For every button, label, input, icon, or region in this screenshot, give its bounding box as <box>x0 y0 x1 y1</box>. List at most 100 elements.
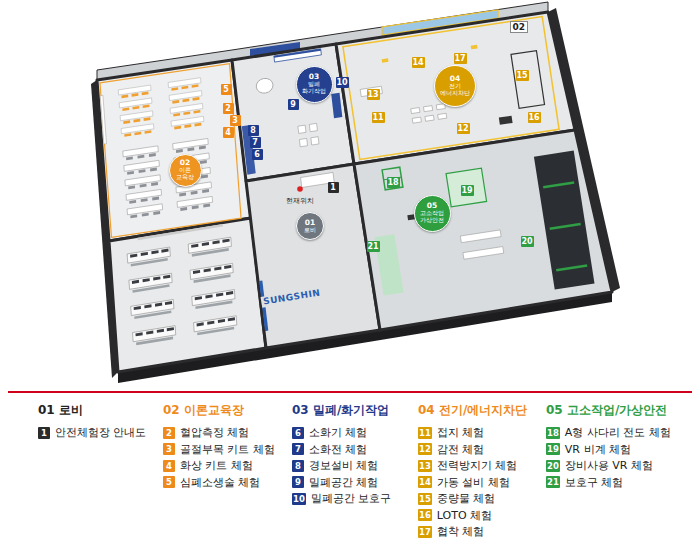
legend-number: 6 <box>292 427 304 439</box>
computer-room-furniture <box>127 247 171 267</box>
computer-room-furniture <box>133 326 177 346</box>
callout-number: 1 <box>328 182 339 193</box>
zone-marker: 01로비 <box>296 212 324 240</box>
electrical-room-equipment <box>382 58 389 63</box>
zone-marker: 04전기 에너지차단 <box>434 65 476 107</box>
legend-text: LOTO 체험 <box>437 509 492 522</box>
section-heading: 03 밀폐/화기작업 <box>292 403 389 417</box>
confined-space-equipment <box>274 49 322 62</box>
legend-item: 2혈압측정 체험 <box>163 426 250 439</box>
legend-text: 보호구 체험 <box>565 476 624 489</box>
legend-number: 12 <box>418 443 432 455</box>
zone-name: 전기 에너지차단 <box>440 83 470 96</box>
legend-swatch: 7 <box>292 443 304 455</box>
lobby-fixtures <box>248 172 351 331</box>
computer-room-furniture <box>131 299 175 319</box>
confined-space-equipment <box>234 47 347 175</box>
computer-room-furniture <box>190 263 234 283</box>
legend-text: 중량물 체험 <box>437 492 496 505</box>
legend-number: 17 <box>418 526 432 538</box>
lecture-room-furniture <box>99 64 241 238</box>
legend-item: 17 협착 체험 <box>418 525 484 538</box>
callout-number: 15 <box>516 70 529 81</box>
legend-number: 1 <box>38 427 50 439</box>
callout-number: 17 <box>454 53 467 64</box>
zone-marker: 03밀폐 화기작업 <box>296 66 333 103</box>
legend-text: 접지 체험 <box>437 426 485 439</box>
callout-number: 13 <box>367 89 380 100</box>
legend-text: 안전체험장 안내도 <box>55 426 147 439</box>
legend-text: 혈압측정 체험 <box>180 426 250 439</box>
callout-number: 5 <box>221 84 232 95</box>
zone-number: 05 <box>427 202 437 210</box>
zone-number: 04 <box>450 75 460 83</box>
legend-item: 1 안전체험장 안내도 <box>38 426 147 439</box>
legend-swatch: 4 <box>163 460 175 472</box>
current-location-dot <box>297 186 303 192</box>
zone-number: 01 <box>305 219 315 227</box>
legend-swatch: 21 <box>546 476 560 488</box>
lecture-room-furniture <box>120 111 153 124</box>
legend-number: 14 <box>418 476 432 488</box>
legend-text: 가동 설비 체험 <box>437 476 510 489</box>
legend-swatch: 8 <box>292 460 304 472</box>
legend-text: 심폐소생술 체험 <box>180 476 261 489</box>
height-work-equipment <box>550 223 581 230</box>
legend-text: 경보설비 체험 <box>309 459 379 472</box>
callout-number: 9 <box>288 99 299 110</box>
legend-number: 15 <box>418 493 432 505</box>
callout-number: 21 <box>367 241 380 252</box>
legend-item: 12감전 체험 <box>418 443 484 456</box>
legend-swatch: 18 <box>546 427 560 439</box>
legend-item: 16LOTO 체험 <box>418 509 492 522</box>
exterior-wall <box>91 8 620 383</box>
callout-number: 18 <box>387 177 400 188</box>
section-heading: 04 전기/에너지차단 <box>418 403 527 417</box>
lecture-room-furniture <box>100 64 241 238</box>
legend-item: 10밀폐공간 보호구 <box>292 492 391 505</box>
lecture-room-furniture <box>169 91 202 104</box>
legend-item: 11접지 체험 <box>418 426 484 439</box>
legend-swatch: 15 <box>418 493 432 505</box>
lecture-room-furniture <box>124 160 160 175</box>
electrical-room-equipment <box>438 113 447 119</box>
room-floor <box>109 218 266 372</box>
electrical-room-equipment <box>425 115 434 121</box>
legend-text: 협착 체험 <box>437 525 485 538</box>
computer-room-furniture <box>194 316 238 336</box>
computer-room-furniture <box>126 223 237 346</box>
brand-sign: SUNGSHIN <box>261 287 324 307</box>
height-work-equipment <box>460 230 501 243</box>
legend-number: 8 <box>292 460 304 472</box>
electrical-room-equipment <box>423 106 432 112</box>
legend-swatch: 19 <box>546 443 560 455</box>
legend-item: 4화상 키트 체험 <box>163 459 253 472</box>
legend-item: 20장비사용 VR 체험 <box>546 459 653 472</box>
legend-number: 18 <box>546 427 560 439</box>
callout-number: 10 <box>336 77 349 88</box>
legend-number: 5 <box>163 476 175 488</box>
legend-number: 20 <box>546 460 560 472</box>
lecture-room-furniture <box>173 138 209 153</box>
confined-space-equipment <box>311 137 319 145</box>
electrical-room-equipment <box>471 45 478 50</box>
height-work-equipment <box>534 151 595 290</box>
legend-swatch: 6 <box>292 427 304 439</box>
electrical-room-equipment <box>411 108 420 114</box>
lecture-room-furniture <box>119 98 152 111</box>
computer-room-furniture <box>188 237 232 257</box>
confined-space-equipment <box>298 125 306 133</box>
callout-number: 8 <box>248 125 259 136</box>
callout-number: 19 <box>461 185 474 196</box>
legend-item: 8 경보설비 체험 <box>292 459 379 472</box>
zone-number: 03 <box>309 73 319 81</box>
zone-number: 02 <box>180 159 190 167</box>
electrical-room-equipment <box>412 117 421 123</box>
height-work-equipment <box>463 247 504 260</box>
height-work-equipment <box>364 141 594 316</box>
legend-item: 3골절부목 키트 체험 <box>163 443 275 456</box>
zone-name: 밀폐 화기작업 <box>302 81 326 94</box>
height-work-equipment <box>382 167 403 190</box>
legend-number: 7 <box>292 443 304 455</box>
